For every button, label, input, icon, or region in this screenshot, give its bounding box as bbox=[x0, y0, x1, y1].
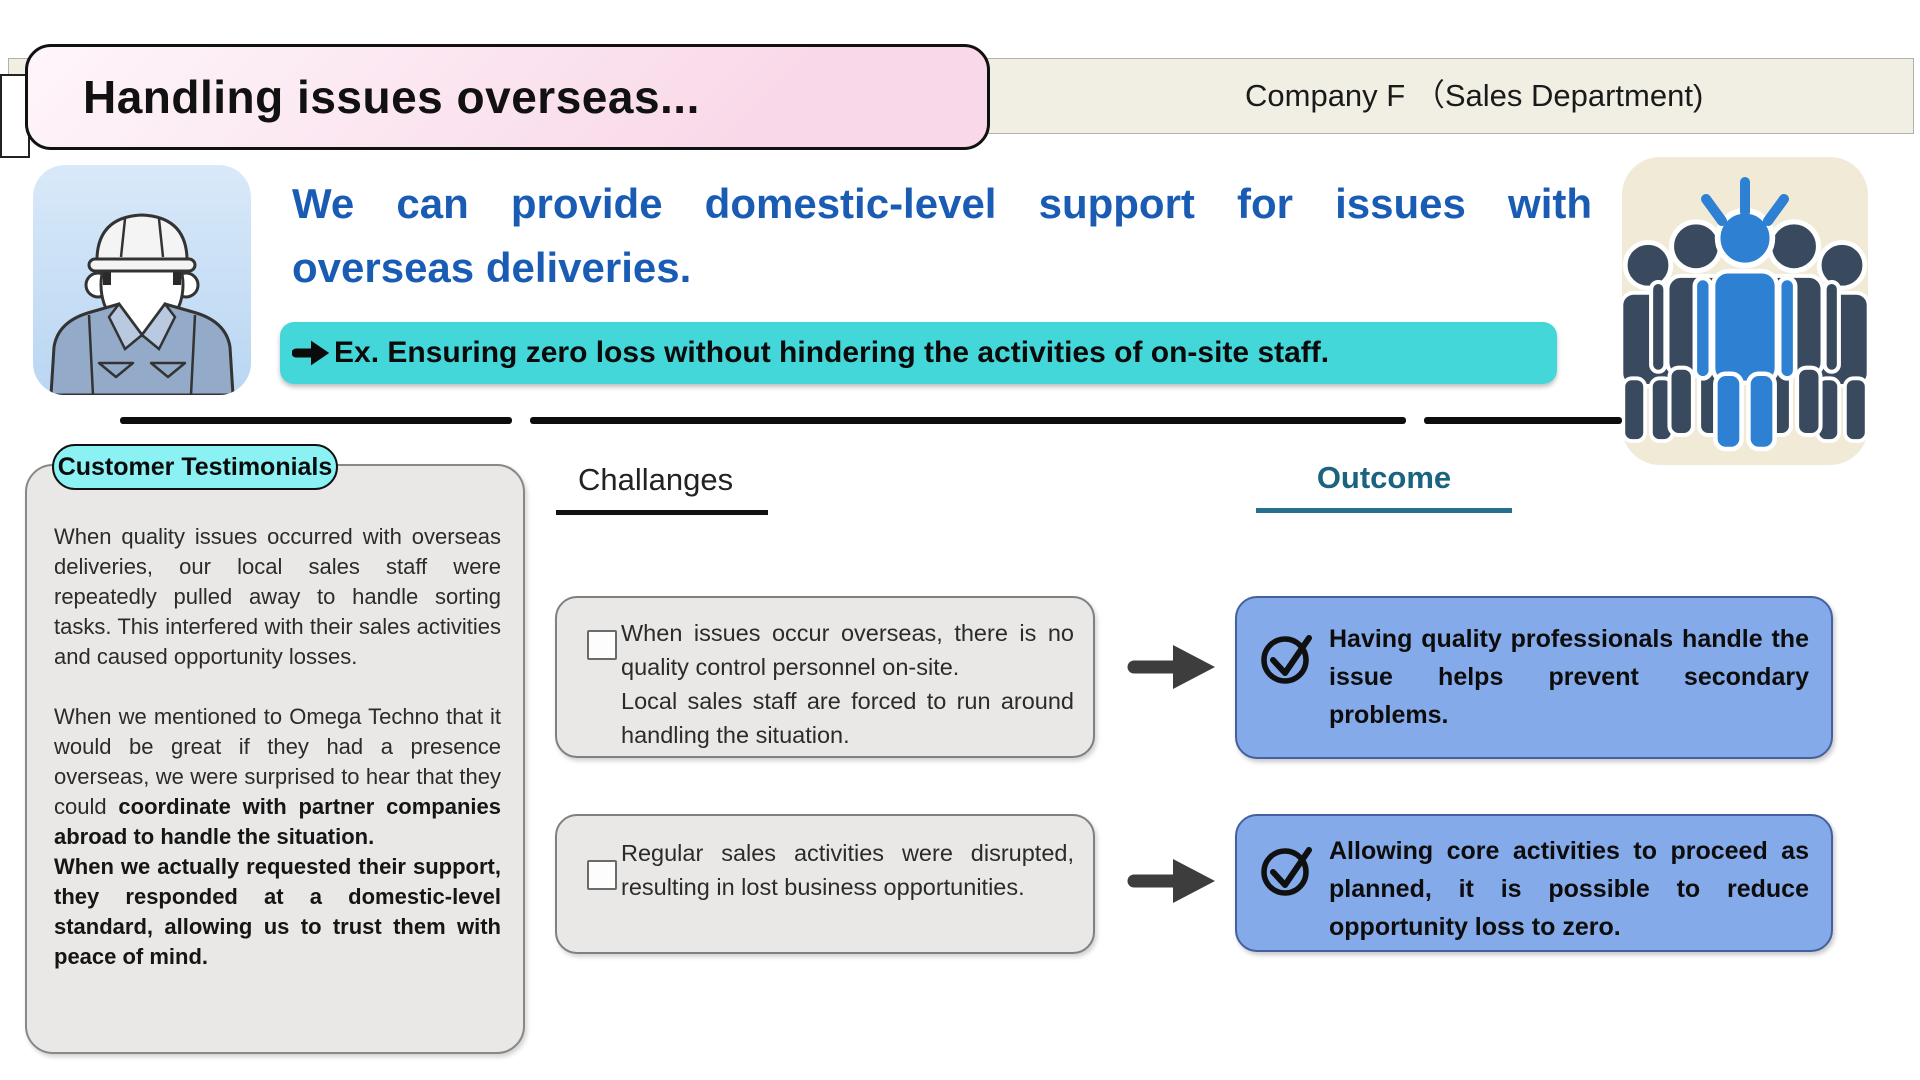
outcome-heading: Outcome bbox=[1316, 460, 1452, 495]
challenge-card-1: When issues occur overseas, there is no … bbox=[555, 596, 1095, 758]
outcome-underline bbox=[1256, 508, 1512, 513]
arrow-right-icon bbox=[1127, 645, 1215, 689]
testimonial-paragraph-3: When we actually requested their support… bbox=[54, 852, 501, 972]
divider-segment bbox=[530, 417, 1406, 424]
arrow-right-icon bbox=[1127, 859, 1215, 903]
right-arrow-icon bbox=[292, 340, 330, 366]
challenge-1-text: When issues occur overseas, there is no … bbox=[621, 616, 1074, 752]
checkbox-icon bbox=[587, 860, 617, 890]
banner-text: Ex. Ensuring zero loss without hindering… bbox=[334, 336, 1330, 369]
headline-line2: overseas deliveries. bbox=[292, 244, 692, 291]
testimonial-paragraph-1: When quality issues occurred with overse… bbox=[54, 524, 501, 669]
headline: We can provide domestic-level support fo… bbox=[292, 172, 1592, 300]
team-illustration bbox=[1622, 177, 1868, 465]
challenge-card-2: Regular sales activities were disrupted,… bbox=[555, 814, 1095, 954]
challenge-1-line2: Local sales staff are forced to run arou… bbox=[621, 688, 1074, 748]
checkbox-icon bbox=[587, 630, 617, 660]
outcome-1-text: Having quality professionals handle the … bbox=[1329, 625, 1809, 729]
testimonial-badge: Customer Testimonials bbox=[52, 444, 338, 490]
challenge-2-text: Regular sales activities were disrupted,… bbox=[621, 840, 1074, 900]
worker-illustration bbox=[49, 213, 235, 395]
divider-segment bbox=[1424, 417, 1622, 424]
slide-title-box: Handling issues overseas... bbox=[25, 44, 990, 150]
challenges-underline bbox=[556, 510, 768, 515]
company-label: Company F （Sales Department) bbox=[1245, 78, 1704, 113]
worker-avatar-icon bbox=[33, 165, 251, 395]
testimonial-paragraph-2-normal: When we mentioned to Omega Techno that i… bbox=[54, 704, 501, 819]
slide-title: Handling issues overseas... bbox=[83, 71, 700, 123]
outcome-card-2: Allowing core activities to proceed as p… bbox=[1235, 814, 1833, 952]
check-circle-icon bbox=[1261, 635, 1312, 684]
example-banner: Ex. Ensuring zero loss without hindering… bbox=[280, 322, 1557, 384]
challenge-1-line1: When issues occur overseas, there is no … bbox=[621, 620, 1074, 680]
divider-segment bbox=[120, 417, 512, 424]
outcome-card-1: Having quality professionals handle the … bbox=[1235, 596, 1833, 759]
testimonial-box: When quality issues occurred with overse… bbox=[25, 464, 525, 1054]
check-circle-icon bbox=[1261, 847, 1312, 896]
testimonial-paragraph-2-bold: coordinate with partner companies abroad… bbox=[54, 794, 501, 849]
testimonial-paragraph-2: When we mentioned to Omega Techno that i… bbox=[54, 702, 501, 852]
challenges-heading: Challanges bbox=[578, 462, 734, 497]
testimonial-paragraph-3-bold: When we actually requested their support… bbox=[54, 854, 501, 969]
headline-line1: We can provide domestic-level support fo… bbox=[292, 180, 1592, 227]
team-highlight-icon bbox=[1622, 157, 1868, 465]
outcome-2-text: Allowing core activities to proceed as p… bbox=[1329, 837, 1809, 941]
